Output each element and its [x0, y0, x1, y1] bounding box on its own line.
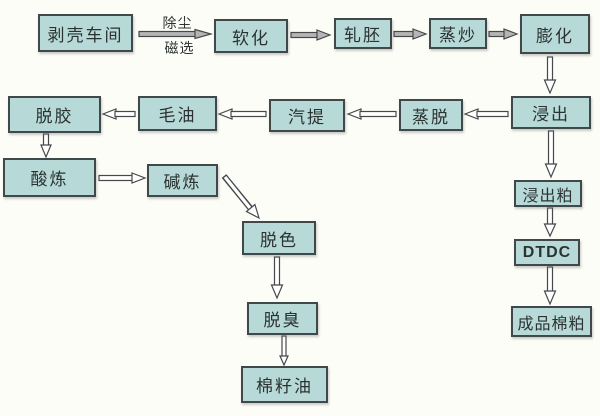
node-label: 剥壳车间 — [47, 25, 124, 45]
arrow-steaming-to-extrusion — [488, 28, 519, 40]
node-shelling-workshop: 剥壳车间 — [38, 14, 133, 52]
arrow-bleaching-to-deodorizing — [270, 256, 284, 300]
arrow-desolventizing-to-stripping — [346, 108, 397, 120]
node-extracted-meal: 浸出粕 — [514, 180, 582, 207]
node-extrusion: 膨化 — [520, 14, 590, 54]
node-extraction: 浸出 — [511, 96, 591, 129]
node-label: 轧胚 — [344, 26, 382, 45]
node-label: 蒸炒 — [439, 26, 477, 45]
node-label: 汽提 — [288, 108, 326, 127]
arrow-extracted-meal-to-dtdc — [543, 207, 557, 238]
arrow-deodorizing-to-cottonseed-oil — [279, 335, 289, 367]
node-crude-oil: 毛油 — [138, 96, 217, 131]
node-label: 浸出粕 — [522, 187, 574, 205]
node-dtdc: DTDC — [514, 239, 580, 266]
arrow-crude-oil-to-degumming — [101, 108, 136, 120]
node-acid-refining: 酸炼 — [3, 158, 96, 197]
node-stripping: 汽提 — [269, 99, 345, 132]
node-cottonseed-oil: 棉籽油 — [241, 366, 328, 403]
node-desolventizing: 蒸脱 — [399, 99, 463, 131]
edge-label-dust-removal: 除尘 — [162, 17, 193, 32]
arrow-acid-refining-to-alkali-refining — [98, 172, 147, 184]
node-label: 毛油 — [158, 106, 197, 125]
node-finished-meal: 成品棉粕 — [511, 306, 592, 337]
node-degumming: 脱胶 — [8, 96, 101, 133]
node-label: 成品棉粕 — [517, 315, 586, 333]
node-alkali-refining: 碱炼 — [147, 164, 218, 197]
node-label: 脱臭 — [263, 311, 302, 330]
arrow-extraction-to-extracted-meal — [544, 130, 558, 179]
arrow-flaking-to-steaming — [393, 28, 428, 40]
node-steaming: 蒸炒 — [429, 18, 487, 49]
node-label: DTDC — [522, 243, 572, 261]
node-label: 蒸脱 — [412, 107, 450, 127]
arrow-stripping-to-crude-oil — [217, 108, 267, 120]
node-label: 碱炼 — [163, 173, 202, 192]
arrow-dtdc-to-finished-meal — [543, 266, 557, 306]
node-label: 棉籽油 — [256, 377, 313, 396]
arrow-extraction-to-desolventizing — [463, 108, 509, 120]
node-label: 脱胶 — [35, 107, 74, 126]
arrow-alkali-refining-to-bleaching — [221, 174, 260, 220]
arrow-softening-to-flaking — [290, 29, 332, 41]
node-label: 软化 — [232, 28, 270, 48]
edge-label-magnetic-separation: 磁选 — [164, 42, 195, 57]
node-flaking: 轧胚 — [334, 18, 392, 49]
node-bleaching: 脱色 — [242, 221, 316, 255]
node-softening: 软化 — [214, 19, 288, 53]
node-label: 脱色 — [260, 230, 298, 250]
arrow-degumming-to-acid-refining — [40, 133, 52, 159]
node-deodorizing: 脱臭 — [247, 302, 318, 335]
node-label: 膨化 — [536, 26, 574, 46]
node-label: 浸出 — [532, 105, 570, 124]
arrow-shelling-to-softening — [138, 28, 214, 40]
arrow-extrusion-to-extraction — [543, 56, 557, 95]
node-label: 酸炼 — [30, 170, 69, 189]
